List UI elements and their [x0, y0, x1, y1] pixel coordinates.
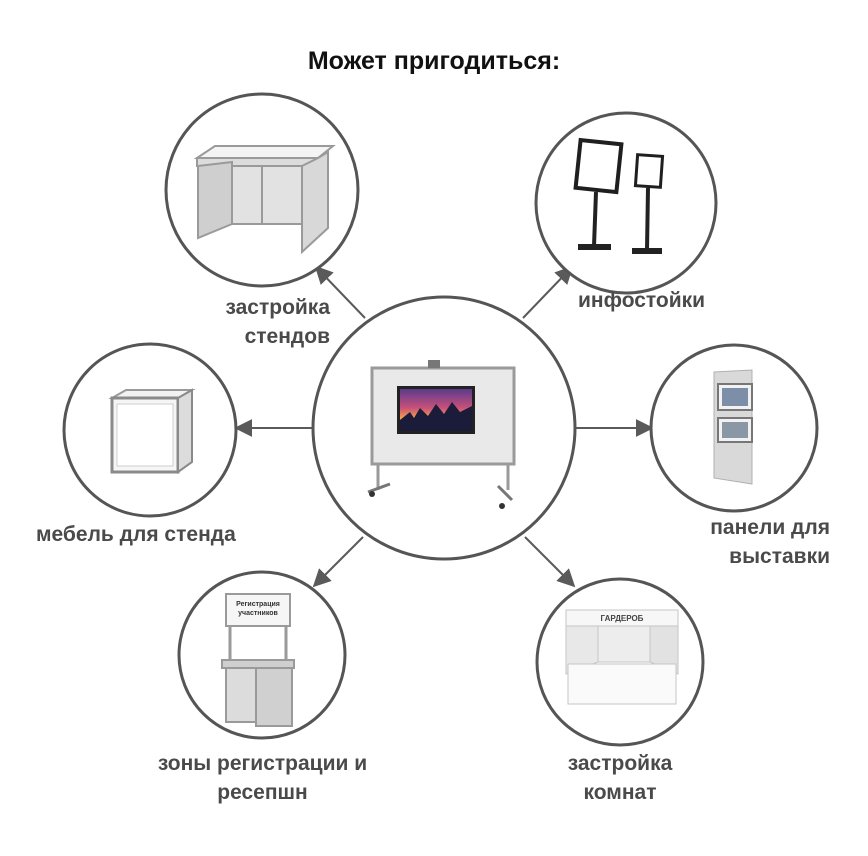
- registration-sign-line-2: участников: [238, 610, 278, 617]
- label-booths: застройка стендов: [200, 293, 330, 351]
- panel-stand-image: [367, 360, 516, 509]
- arrow-to-rooms: [524, 536, 576, 588]
- arrow-to-registration: [312, 536, 364, 588]
- node-furniture: [62, 342, 238, 518]
- label-registration-line-2: ресепшн: [217, 781, 308, 804]
- label-rooms: застройка комнат: [540, 749, 700, 807]
- node-booths: [164, 92, 360, 288]
- registration-sign-line-1: Регистрация: [236, 601, 280, 608]
- cloakroom-image: ГАРДЕРОБ: [565, 609, 679, 705]
- center-node: [311, 295, 577, 561]
- label-booths-line-2: стендов: [244, 325, 330, 348]
- stand-counter-image: [108, 388, 196, 474]
- label-booths-line-1: застройка: [225, 296, 330, 319]
- label-furniture: мебель для стенда: [36, 520, 276, 549]
- connector-arrows: [234, 265, 654, 588]
- label-rooms-line-2: комнат: [583, 781, 657, 804]
- label-info-stands-line-1: инфостойки: [578, 289, 706, 312]
- registration-counter-image: Регистрация участников: [221, 593, 295, 727]
- label-panels: панели для выставки: [680, 513, 830, 571]
- label-registration: зоны регистрации и ресепшн: [125, 749, 400, 807]
- node-panels: [649, 343, 819, 513]
- label-panels-line-2: выставки: [729, 545, 830, 568]
- label-info-stands: инфостойки: [578, 286, 738, 315]
- label-panels-line-1: панели для: [710, 516, 830, 539]
- label-furniture-line-1: мебель для стенда: [36, 523, 236, 546]
- arrow-to-info-stands: [522, 265, 574, 319]
- node-info-stands: [534, 111, 718, 295]
- page-title: Может пригодиться:: [307, 47, 561, 75]
- arrow-to-booths: [314, 265, 366, 319]
- exhibition-panel-image: [713, 369, 753, 485]
- label-rooms-line-1: застройка: [567, 752, 673, 775]
- node-rooms: ГАРДЕРОБ: [535, 577, 705, 747]
- label-registration-line-1: зоны регистрации и: [157, 752, 368, 775]
- cloakroom-sign: ГАРДЕРОБ: [601, 614, 644, 623]
- info-stands-image: [573, 137, 665, 254]
- node-registration: Регистрация участников: [177, 570, 347, 740]
- booth-image: [193, 145, 336, 255]
